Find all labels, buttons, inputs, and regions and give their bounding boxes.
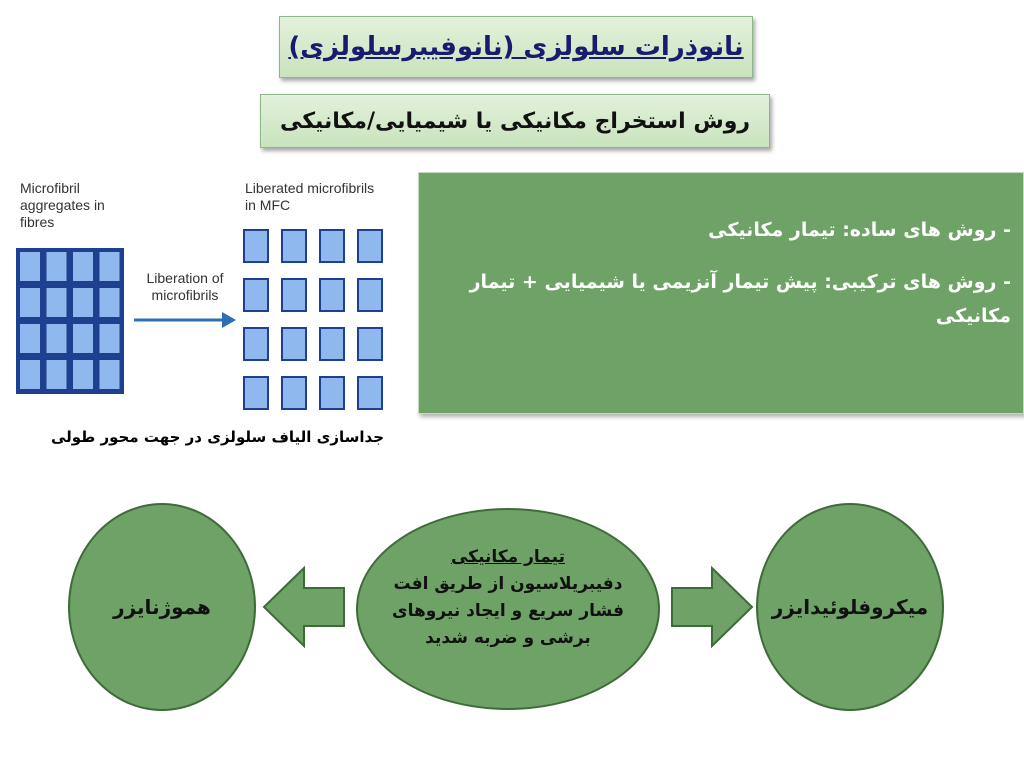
- liberated-fibril: [243, 278, 269, 312]
- aggregate-grid: [16, 248, 124, 394]
- aggregate-fibril: [97, 358, 122, 391]
- aggregate-fibril: [18, 322, 42, 355]
- page-subtitle: روش استخراج مکانیکی یا شیمیایی/مکانیکی: [279, 108, 751, 134]
- fibril-diagram: [16, 229, 383, 410]
- mechanical-line-3: برشی و ضربه شدید: [425, 628, 591, 648]
- aggregate-fibril: [44, 250, 69, 283]
- liberated-fibril: [319, 229, 345, 263]
- liberated-fibril: [243, 327, 269, 361]
- label-liberated-line-1: Liberated microfibrils: [245, 180, 375, 196]
- aggregate-fibril: [71, 286, 95, 319]
- label-aggregates-line-1: Microfibril: [20, 180, 80, 196]
- aggregate-fibril: [18, 286, 42, 319]
- liberated-grid: [243, 229, 383, 410]
- arrow-head: [222, 312, 236, 328]
- aggregate-fibril: [97, 250, 122, 283]
- aggregate-fibril: [71, 322, 95, 355]
- liberated-fibril: [281, 278, 307, 312]
- liberated-fibril: [243, 376, 269, 410]
- mechanical-line-1: دفیبریلاسیون از طریق افت: [393, 574, 623, 594]
- aggregate-fibril: [18, 358, 42, 391]
- page-title: نانوذرات سلولزی (نانوفیبرسلولزی): [288, 32, 744, 62]
- aggregate-fibril: [71, 358, 95, 391]
- methods-panel: - روش های ساده: تیمار مکانیکی - روش های …: [418, 172, 1024, 414]
- microfluidizer-circle: میکروفلوئیدایزر: [756, 503, 944, 711]
- aggregate-fibril: [97, 286, 122, 319]
- liberated-fibril: [319, 278, 345, 312]
- liberated-fibril: [357, 376, 383, 410]
- aggregate-fibril: [18, 250, 42, 283]
- liberation-arrow: [134, 312, 236, 328]
- liberated-fibril: [357, 327, 383, 361]
- aggregate-fibril: [71, 250, 95, 283]
- mechanical-treatment-title: تیمار مکانیکی: [450, 547, 565, 567]
- aggregate-fibril: [97, 322, 122, 355]
- aggregate-fibril: [44, 322, 69, 355]
- liberated-fibril: [319, 376, 345, 410]
- title-box: نانوذرات سلولزی (نانوفیبرسلولزی): [279, 16, 753, 78]
- subtitle-box: روش استخراج مکانیکی یا شیمیایی/مکانیکی: [260, 94, 770, 148]
- homogenizer-circle: هموژنایزر: [68, 503, 256, 711]
- liberated-fibril: [281, 376, 307, 410]
- liberated-fibril: [319, 327, 345, 361]
- liberated-fibril: [243, 229, 269, 263]
- mechanical-line-2: فشار سریع و ایجاد نیروهای: [392, 601, 624, 621]
- label-liberated-line-2: in MFC: [245, 197, 291, 213]
- aggregate-fibril: [44, 286, 69, 319]
- label-aggregates-line-2: aggregates in: [20, 197, 105, 213]
- microfluidizer-label: میکروفلوئیدایزر: [771, 595, 929, 619]
- label-aggregates: Microfibril aggregates in fibres: [20, 180, 105, 231]
- label-aggregates-line-3: fibres: [20, 214, 55, 230]
- mechanical-treatment-ellipse: تیمار مکانیکی دفیبریلاسیون از طریق افت ف…: [356, 508, 660, 710]
- label-liberation-line-2: microfibrils: [151, 287, 219, 303]
- right-arrow-icon: [671, 566, 754, 648]
- liberated-fibril: [281, 327, 307, 361]
- method-combined: - روش های ترکیبی: پیش تیمار آنزیمی یا شی…: [469, 271, 1011, 327]
- label-liberated: Liberated microfibrils in MFC: [245, 180, 374, 214]
- label-liberation-line-1: Liberation of: [146, 270, 224, 286]
- liberated-fibril: [281, 229, 307, 263]
- method-simple: - روش های ساده: تیمار مکانیکی: [708, 219, 1011, 241]
- figure-caption: جداسازی الیاف سلولزی در جهت محور طولی: [50, 428, 384, 446]
- aggregate-fibril: [44, 358, 69, 391]
- left-arrow-icon: [262, 566, 345, 648]
- homogenizer-label: هموژنایزر: [113, 595, 211, 619]
- liberated-fibril: [357, 229, 383, 263]
- liberated-fibril: [357, 278, 383, 312]
- label-liberation: Liberation of microfibrils: [140, 270, 230, 304]
